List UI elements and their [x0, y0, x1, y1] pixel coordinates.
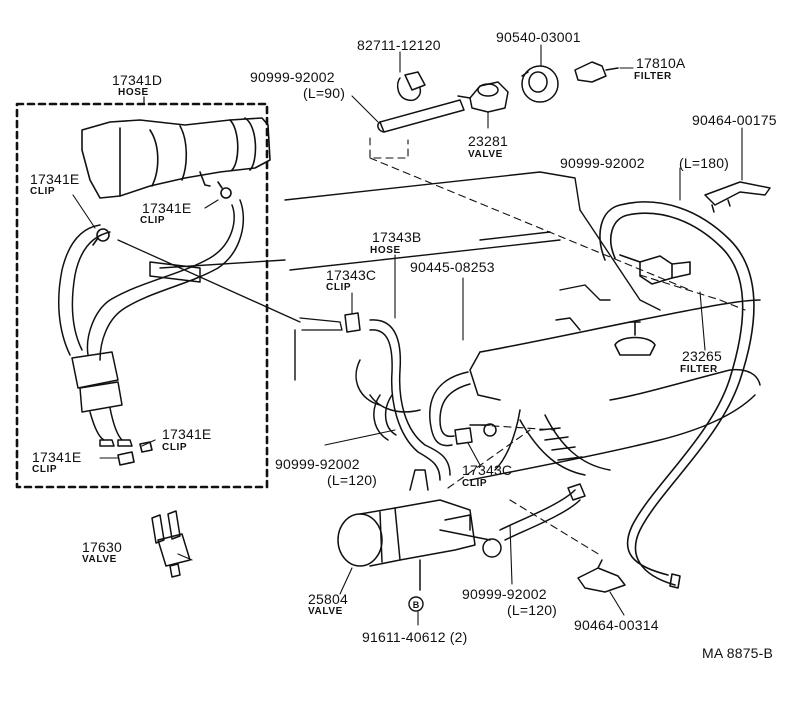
part-17343B-desc: HOSE: [370, 245, 401, 256]
clip-17341E-right: [217, 181, 232, 199]
clip-82711: [396, 71, 426, 102]
part-90999-L120a-number: 90999-92002: [275, 456, 360, 472]
part-90540-number: 90540-03001: [496, 29, 581, 45]
filter-17810A: [574, 61, 619, 83]
part-90999-L120a-length: (L=120): [327, 472, 378, 488]
part-23281-desc: VALVE: [468, 149, 503, 160]
part-17630-number: 17630: [82, 539, 122, 555]
part-17343C-a-desc: CLIP: [326, 282, 352, 293]
part-90464-00314-number: 90464-00314: [574, 617, 659, 633]
part-90999-L180-number: 90999-92002: [560, 155, 645, 171]
dashpot: [614, 321, 656, 356]
intake-manifold: [355, 299, 761, 481]
part-90999-L180-length: (L=180): [679, 155, 730, 171]
part-23265-number: 23265: [682, 348, 722, 364]
figure-code: MA 8875-B: [702, 645, 774, 661]
part-90999-L90-length: (L=90): [303, 85, 346, 101]
air-duct: [81, 117, 271, 199]
part-17341E-b-number: 17341E: [142, 200, 192, 216]
part-23281-number: 23281: [468, 133, 508, 149]
engine-block: [159, 171, 661, 381]
part-17341E-a-number: 17341E: [30, 171, 80, 187]
part-17341E-d-desc: CLIP: [32, 464, 58, 475]
part-17810A-number: 17810A: [636, 55, 686, 71]
hose-90999-L120-right: [499, 483, 586, 541]
filter-23265: [619, 254, 691, 285]
part-23265-desc: FILTER: [680, 364, 718, 375]
clip-90464-00314: [577, 559, 626, 593]
part-17810A-desc: FILTER: [634, 71, 672, 82]
part-90999-L120b-number: 90999-92002: [462, 586, 547, 602]
hose-90999-L90: [377, 99, 465, 133]
part-17343C-a-number: 17343C: [326, 267, 377, 283]
part-17343C-b-desc: CLIP: [462, 478, 488, 489]
part-90464-00175-number: 90464-00175: [692, 112, 777, 128]
part-17341E-c-desc: CLIP: [162, 442, 188, 453]
bolt-91611: [408, 596, 424, 612]
clip-90464-00175: [704, 181, 771, 213]
part-17630-desc: VALVE: [82, 554, 117, 565]
part-17341D-desc: HOSE: [118, 87, 149, 98]
leader-lines: [72, 44, 743, 626]
valve-25804: [337, 469, 502, 591]
box-hoses: [58, 199, 245, 447]
part-90445-number: 90445-08253: [410, 259, 495, 275]
part-17341D-number: 17341D: [112, 72, 163, 88]
part-17343C-b-number: 17343C: [462, 462, 513, 478]
part-91611-number: 91611-40612 (2): [362, 629, 468, 645]
marker-B: B: [413, 600, 420, 610]
part-17341E-c-number: 17341E: [162, 426, 212, 442]
hose-90999-L180: [599, 201, 755, 589]
part-90999-L120b-length: (L=120): [507, 602, 558, 618]
clip-17341E-upper: [92, 228, 110, 246]
part-17341E-b-desc: CLIP: [140, 215, 166, 226]
relation-lines: [369, 137, 746, 556]
part-25804-desc: VALVE: [308, 606, 343, 617]
clip-17341E-lower: [117, 441, 153, 466]
hose-assembly-box: [15, 102, 269, 489]
part-90999-L90-number: 90999-92002: [250, 69, 335, 85]
part-82711-number: 82711-12120: [357, 37, 441, 53]
cap-90540: [521, 65, 559, 103]
part-17341E-d-number: 17341E: [32, 449, 82, 465]
valve-17630: [151, 510, 191, 578]
part-25804-number: 25804: [308, 591, 348, 607]
valve-23281: [457, 81, 509, 113]
hose-17343B: [344, 312, 451, 481]
part-17343B-number: 17343B: [372, 229, 422, 245]
hose-90999-L120-left: [373, 371, 497, 447]
part-17341E-a-desc: CLIP: [30, 186, 56, 197]
